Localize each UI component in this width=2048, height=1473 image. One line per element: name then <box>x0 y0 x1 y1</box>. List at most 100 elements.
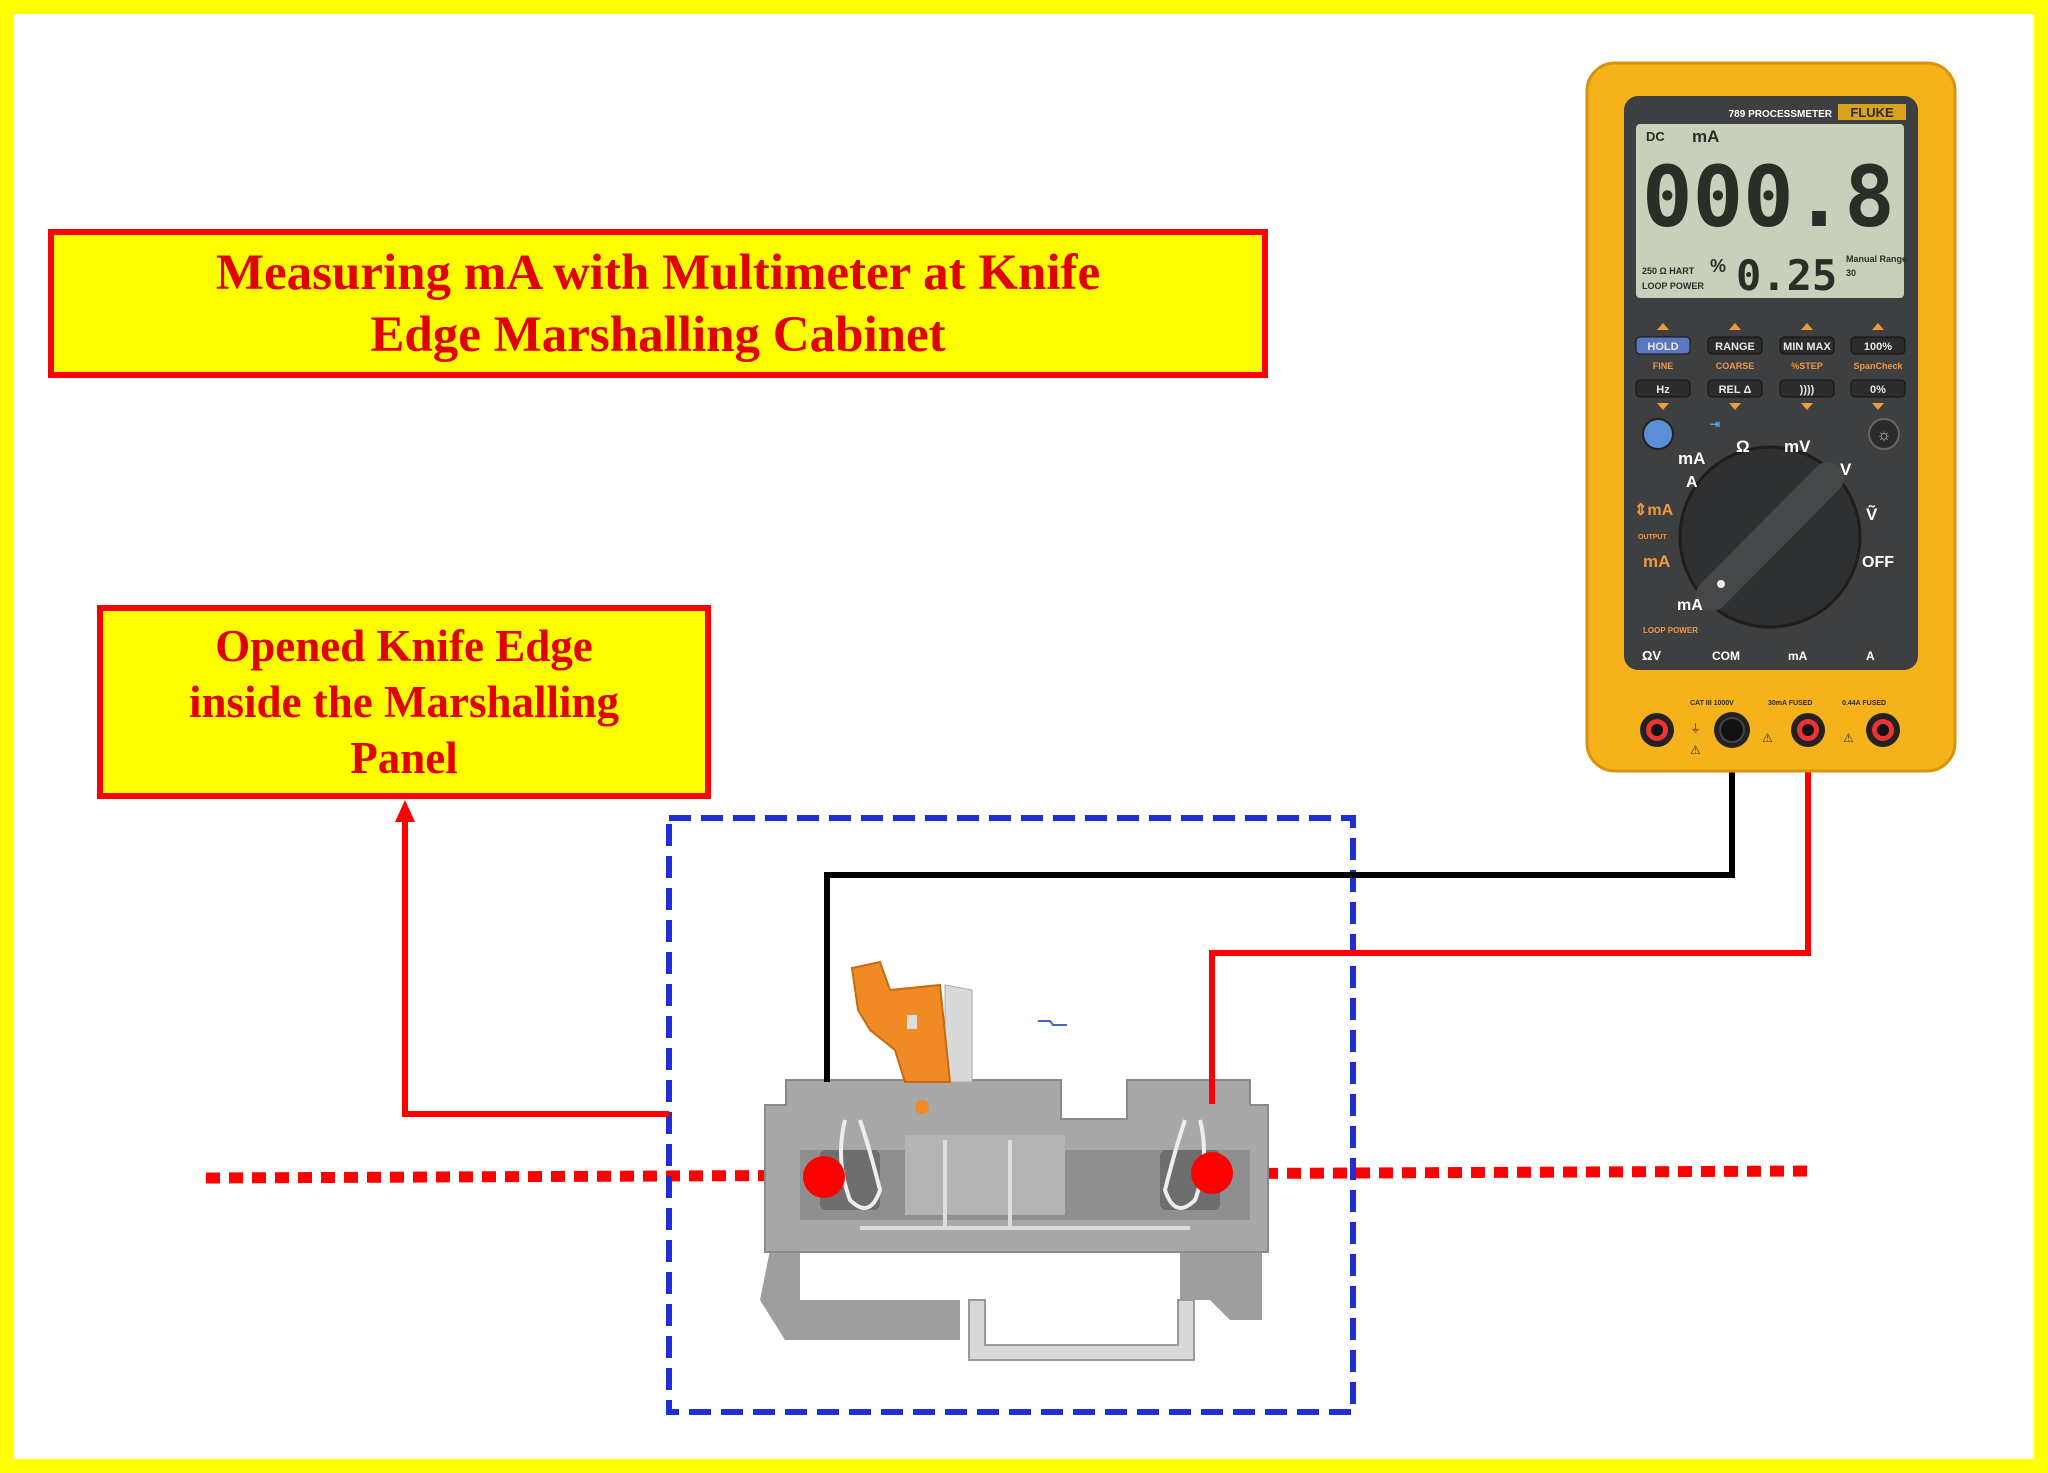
dial-label-ma-source: ⇕mA <box>1634 502 1674 519</box>
lcd-loop-power: LOOP POWER <box>1642 281 1704 291</box>
dial-label-mv: mV <box>1784 437 1811 456</box>
blue-shift-button[interactable] <box>1642 418 1674 450</box>
meter-button-label: RANGE <box>1715 341 1755 353</box>
dial-label-ma-loop: mA <box>1677 597 1703 614</box>
jack-com[interactable] <box>1714 712 1750 748</box>
warning-icon: ⚠ <box>1843 731 1854 745</box>
meter-button[interactable] <box>1635 379 1691 398</box>
lcd-secondary-reading: 0.25 <box>1736 251 1837 300</box>
up-arrow-icon <box>1801 323 1813 330</box>
dial-label-ma-simulate: mA <box>1643 552 1670 571</box>
lcd-screen <box>1636 124 1904 298</box>
squiggle-mark <box>1038 1020 1067 1026</box>
dial-label-ohm: Ω <box>1736 437 1750 456</box>
dial-label-a: A <box>1686 474 1698 491</box>
multimeter: FLUKE 789 PROCESSMETER DC mA 000.8 30 Ma… <box>1585 61 1957 773</box>
brand-plate <box>1838 104 1906 120</box>
dial-label-loop-power: LOOP POWER <box>1643 626 1698 635</box>
down-arrow-icon <box>1729 403 1741 410</box>
fuse-30ma: 30mA FUSED <box>1768 700 1812 707</box>
jack-ohm-v[interactable] <box>1640 713 1674 747</box>
terminal-bridge <box>905 1135 1065 1215</box>
terminal-foot-left <box>760 1250 960 1340</box>
jack-ma[interactable] <box>1791 713 1825 747</box>
lcd-unit: mA <box>1692 127 1719 146</box>
jack-a[interactable] <box>1866 713 1900 747</box>
meter-button[interactable] <box>1850 336 1906 355</box>
warning-icon: ⚠ <box>1690 743 1701 757</box>
up-arrow-icon <box>1657 323 1669 330</box>
knife-contacts <box>943 1140 1012 1228</box>
dial-label-ma: mA <box>1678 449 1705 468</box>
spring-left <box>839 1119 883 1210</box>
meter-button[interactable] <box>1707 336 1763 355</box>
meter-button-sublabel: COARSE <box>1716 361 1755 371</box>
connection-point-right <box>1191 1152 1233 1194</box>
lcd-range-label: Manual Range <box>1846 254 1907 264</box>
signal-line-dotted <box>205 1165 1814 1184</box>
dial-label-output: OUTPUT <box>1638 534 1668 541</box>
backlight-icon: ☼ <box>1877 427 1892 444</box>
dial-label-off: OFF <box>1862 554 1894 571</box>
callout-line-1: Opened Knife Edge <box>215 621 593 671</box>
lcd-main-reading: 000.8 <box>1642 148 1895 246</box>
meter-button[interactable] <box>1779 379 1835 398</box>
model-label: 789 PROCESSMETER <box>1729 109 1833 120</box>
brand-label: FLUKE <box>1850 105 1894 120</box>
down-arrow-icon <box>1801 403 1813 410</box>
down-arrow-icon <box>1657 403 1669 410</box>
meter-button[interactable] <box>1779 336 1835 355</box>
dial-label-v-ac: Ṽ <box>1866 504 1878 524</box>
indicator-dot <box>915 1100 929 1114</box>
up-arrow-icon <box>1729 323 1741 330</box>
meter-button-label: 100% <box>1864 341 1892 353</box>
din-rail <box>968 1299 1195 1361</box>
ground-icon: ⏚ <box>1690 722 1701 735</box>
fuse-044a: 0.44A FUSED <box>1842 700 1886 707</box>
lcd-range-value: 30 <box>1846 268 1856 278</box>
jack-label-ma: mA <box>1788 649 1808 663</box>
lever-window <box>907 1015 917 1029</box>
up-arrow-icon <box>1872 323 1884 330</box>
knife-edge-lever <box>850 960 952 1083</box>
meter-button-label: MIN MAX <box>1783 341 1831 353</box>
jack-label-a: A <box>1866 649 1875 663</box>
meter-button-label: REL Δ <box>1719 384 1752 396</box>
cat-rating: CAT III 1000V <box>1690 700 1734 707</box>
meter-button-sublabel: %STEP <box>1791 361 1823 371</box>
connection-point-left <box>803 1156 845 1198</box>
diode-icon: ⇥ <box>1710 417 1720 431</box>
knife-edge-terminal-block <box>760 960 1269 1361</box>
meter-button[interactable] <box>1707 379 1763 398</box>
meter-button-label: 0% <box>1870 384 1886 396</box>
meter-button-sublabel: SpanCheck <box>1853 361 1903 371</box>
lcd-hart: 250 Ω HART <box>1642 266 1695 276</box>
dial-indicator <box>1717 580 1725 588</box>
meter-button-sublabel: FINE <box>1653 361 1674 371</box>
title-line-1: Measuring mA with Multimeter at Knife <box>215 244 1101 301</box>
meter-button[interactable] <box>1850 379 1906 398</box>
callout-arrow-line <box>402 815 669 1117</box>
meter-button[interactable] <box>1635 336 1691 355</box>
red-test-lead <box>1209 735 1811 1104</box>
jack-label-ohm-v: ΩV <box>1642 648 1661 663</box>
warning-icon: ⚠ <box>1762 731 1773 745</box>
dial-pointer <box>1696 462 1844 611</box>
dial-label-v-dc: V <box>1840 460 1852 479</box>
lcd-percent: % <box>1710 256 1726 276</box>
meter-button-label: )))) <box>1800 384 1815 396</box>
black-test-lead <box>824 735 1735 1082</box>
meter-button-label: HOLD <box>1647 341 1678 353</box>
down-arrow-icon <box>1872 403 1884 410</box>
jack-label-com: COM <box>1712 649 1740 663</box>
callout-line-3: Panel <box>350 733 458 783</box>
callout-line-2: inside the Marshalling <box>188 677 620 727</box>
terminal-foot-right <box>1180 1250 1262 1320</box>
title-line-2: Edge Marshalling Cabinet <box>370 306 946 363</box>
backlight-button[interactable] <box>1868 418 1900 450</box>
